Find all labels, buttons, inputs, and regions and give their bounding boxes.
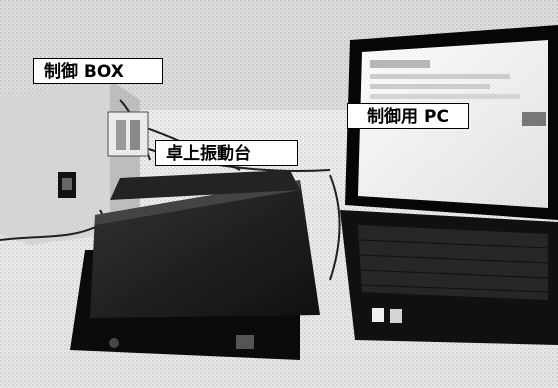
vibration-table-label: 卓上振動台 <box>155 140 298 166</box>
control-box-label: 制御 BOX <box>33 58 163 84</box>
control-pc-label: 制御用 PC <box>347 103 469 129</box>
